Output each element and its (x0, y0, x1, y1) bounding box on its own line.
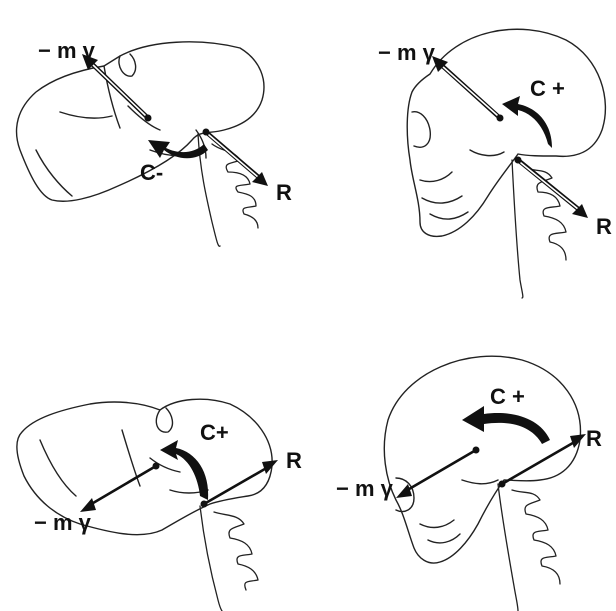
reaction-label: R (276, 180, 292, 205)
mass-vector-hollow (92, 64, 145, 115)
mass-vector (88, 466, 156, 506)
reaction-vector (502, 440, 578, 484)
chimp-brow (119, 54, 136, 76)
mass-label: − m γ (34, 510, 92, 535)
center-of-mass-dot (145, 115, 152, 122)
panel-top-right: − m γ C + R (378, 29, 612, 298)
moment-arrow (462, 406, 550, 444)
chimp-spine (200, 506, 258, 611)
mass-label: − m γ (38, 38, 96, 63)
mass-vector-arrowhead (396, 484, 412, 498)
panel-top-left: − m γ C- R (17, 38, 292, 246)
panel-bottom-right: − m γ C + R (336, 356, 602, 611)
human-spine (512, 160, 566, 298)
reaction-vector-hollow (209, 135, 258, 177)
human-face-detail (412, 112, 504, 219)
joint-dot (201, 501, 208, 508)
reaction-label: R (586, 426, 602, 451)
moment-label: C- (140, 160, 163, 185)
joint-dot (203, 129, 210, 136)
mass-vector (404, 450, 476, 492)
reaction-vector-hollow (521, 163, 578, 209)
joint-dot (499, 481, 506, 488)
reaction-vector-arrowhead (570, 434, 586, 448)
reaction-label: R (596, 214, 612, 239)
moment-label: C + (530, 76, 565, 101)
panel-bottom-left: − m γ C+ R (17, 399, 302, 611)
moment-arrow (502, 96, 552, 148)
mass-vector-hollow (442, 66, 497, 115)
chimp-brow (156, 408, 172, 432)
moment-label: C + (490, 384, 525, 409)
reaction-label: R (286, 448, 302, 473)
moment-label: C+ (200, 420, 229, 445)
human-spine (498, 484, 560, 611)
moment-arrow (160, 440, 208, 500)
center-of-mass-dot (473, 447, 480, 454)
mass-label: − m γ (336, 476, 394, 501)
joint-dot (515, 157, 522, 164)
reaction-vector-arrowhead (262, 460, 278, 474)
mass-label: − m γ (378, 40, 436, 65)
center-of-mass-dot (497, 115, 504, 122)
center-of-mass-dot (153, 463, 160, 470)
human-skull-outline (384, 356, 580, 563)
